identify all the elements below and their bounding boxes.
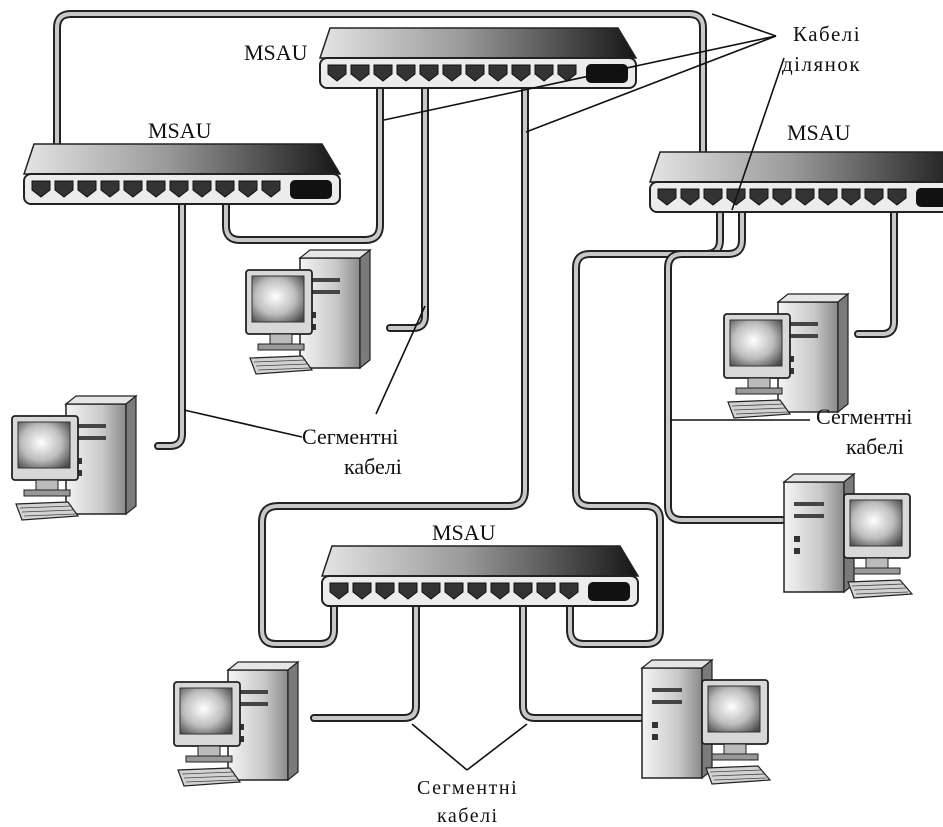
workstation-icon xyxy=(642,660,770,784)
callout-line xyxy=(467,724,527,770)
segment-cables-label-left-line2: кабелі xyxy=(344,456,402,478)
segment-cable xyxy=(158,196,182,446)
workstation-icon xyxy=(174,662,298,786)
msau-hub-bottom xyxy=(322,546,638,606)
segment-cable xyxy=(523,598,640,718)
callout-line xyxy=(184,410,302,437)
segment-cables-label-right-line1: Сегментні xyxy=(816,406,912,428)
hub-label: MSAU xyxy=(432,522,496,544)
hub-label: MSAU xyxy=(148,120,212,142)
workstation-icon xyxy=(724,294,848,418)
workstation-icon xyxy=(246,250,370,374)
segment-cables-label-left-line1: Сегментні xyxy=(302,426,398,448)
ring-cables-label-line2: ділянок xyxy=(782,54,861,75)
segment-cable xyxy=(858,204,894,334)
ring-cables-label-line1: Кабелі xyxy=(793,24,861,45)
hub-label: MSAU xyxy=(787,122,851,144)
segment-cables-label-right-line2: кабелі xyxy=(846,436,904,458)
workstation-icon xyxy=(12,396,136,520)
callout-line xyxy=(412,724,467,770)
hub-label: MSAU xyxy=(244,42,308,64)
msau-hub-right xyxy=(650,152,943,212)
segment-cables-label-bottom-line1: Сегментні xyxy=(417,778,518,798)
workstation-icon xyxy=(784,474,912,598)
callout-line xyxy=(712,14,776,36)
msau-hub-left xyxy=(24,144,340,204)
msau-hub-top xyxy=(320,28,636,88)
callout-line xyxy=(376,306,425,414)
segment-cables-label-bottom-line2: кабелі xyxy=(437,806,499,826)
segment-cable xyxy=(314,598,416,718)
segment-cable xyxy=(390,79,425,328)
